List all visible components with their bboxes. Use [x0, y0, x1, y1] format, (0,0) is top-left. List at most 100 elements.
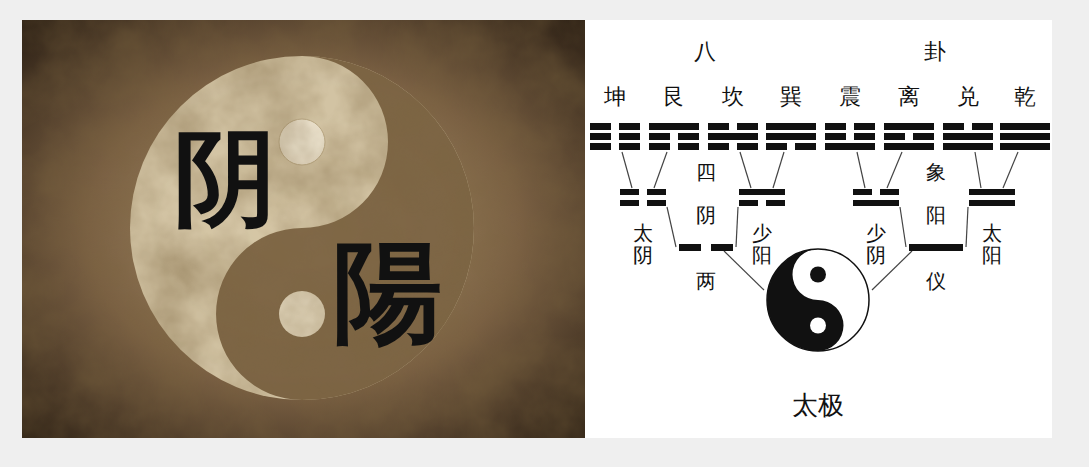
trigram: 震: [821, 84, 879, 152]
trigram: 坎: [704, 84, 762, 152]
solid-line: [649, 123, 699, 130]
taiji-outline: [767, 249, 869, 351]
solid-line: [943, 143, 993, 150]
broken-line: [737, 143, 758, 150]
two-forms-line: [908, 243, 964, 251]
trigram: 坤: [586, 84, 644, 152]
solid-line: [1000, 123, 1050, 130]
node-label: 坎: [704, 84, 762, 110]
broken-line: [972, 123, 993, 130]
broken-line: [711, 244, 733, 251]
trigram-symbol: [647, 122, 701, 152]
connector-line: [887, 152, 902, 188]
taiji-dot: [810, 318, 826, 334]
broken-line: [619, 123, 640, 130]
two-forms: 阳: [906, 203, 966, 251]
solid-line: [766, 133, 816, 140]
taiji-dot: [810, 267, 826, 283]
broken-line: [884, 133, 905, 140]
solid-line: [825, 143, 875, 150]
broken-line: [590, 123, 611, 130]
solid-line: [969, 189, 1015, 195]
solid-line: [1000, 143, 1050, 150]
stage-label: 八: [694, 39, 716, 65]
broken-line: [943, 123, 964, 130]
broken-line: [619, 133, 640, 140]
taiji-symbol: 太极: [764, 248, 872, 420]
broken-line: [620, 200, 639, 206]
solid-line: [909, 244, 963, 251]
solid-line: [739, 189, 785, 195]
stage-label: 两: [696, 269, 716, 293]
broken-line: [649, 133, 670, 140]
trigram: 艮: [645, 84, 703, 152]
solid-line: [969, 200, 1015, 206]
connector-line: [773, 152, 784, 188]
broken-line: [795, 143, 816, 150]
connector-line: [1003, 152, 1018, 188]
connector-line: [900, 207, 906, 247]
solid-line: [884, 123, 934, 130]
node-label: 阴: [676, 203, 736, 227]
broken-line: [708, 123, 729, 130]
broken-line: [739, 200, 758, 206]
broken-line: [590, 133, 611, 140]
connector-line: [667, 207, 676, 247]
node-label: 离: [880, 84, 938, 110]
broken-line: [825, 133, 846, 140]
trigram: 巽: [762, 84, 820, 152]
four-image: 太阴: [619, 188, 667, 266]
node-label: 太阳: [982, 222, 1002, 266]
stage-label: 象: [926, 160, 946, 184]
solid-line: [943, 133, 993, 140]
stage-label: 仪: [926, 269, 946, 293]
connector-line: [622, 152, 632, 188]
four-image: 太阳: [968, 188, 1016, 266]
trigram-symbol: [764, 122, 818, 152]
broken-line: [647, 189, 666, 195]
parchment-background: [22, 20, 585, 438]
connector-line: [857, 152, 865, 188]
trigram-symbol: [588, 122, 642, 152]
node-label: 坤: [586, 84, 644, 110]
stage-label: 卦: [924, 39, 946, 65]
grunge-texture: [22, 20, 585, 438]
connector-line: [966, 207, 968, 247]
broken-line: [766, 143, 787, 150]
broken-line: [649, 143, 670, 150]
broken-line: [678, 133, 699, 140]
calligraphy-character: 阴: [173, 116, 277, 241]
node-label: 太阴: [633, 222, 653, 266]
trigram-symbol: [882, 122, 936, 152]
broken-line: [737, 123, 758, 130]
broken-line: [590, 143, 611, 150]
stage-label: 四: [696, 160, 716, 184]
node-label: 少阴: [866, 222, 886, 266]
broken-line: [679, 244, 701, 251]
solid-line: [1000, 133, 1050, 140]
four-image: 少阳: [738, 188, 786, 266]
broken-line: [853, 189, 872, 195]
trigram-symbol: [941, 122, 995, 152]
trigram-symbol: [823, 122, 877, 152]
diagram-panel: [585, 20, 1052, 438]
trigram-symbol: [998, 122, 1052, 152]
node-label: 太极: [764, 390, 872, 420]
four-image-symbol: [619, 188, 667, 208]
two-forms: 阴: [676, 203, 736, 251]
broken-line: [766, 200, 785, 206]
broken-line: [913, 133, 934, 140]
broken-line: [708, 143, 729, 150]
taiji-circle: [766, 248, 870, 352]
connector-line: [736, 207, 738, 247]
four-image-symbol: [968, 188, 1016, 208]
broken-line: [678, 143, 699, 150]
trigram: 乾: [996, 84, 1054, 152]
connector-line: [740, 152, 751, 188]
taiji-dark: [767, 249, 844, 351]
node-label: 少阳: [752, 222, 772, 266]
trigram: 兑: [939, 84, 997, 152]
